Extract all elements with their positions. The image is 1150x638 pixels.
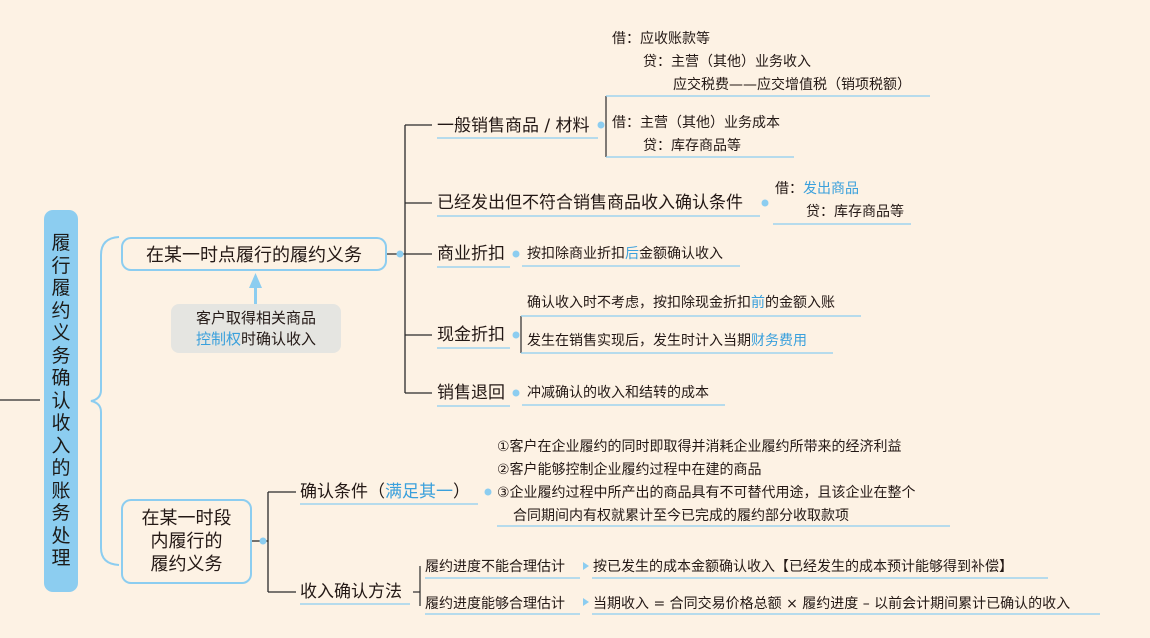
methods-bracket	[413, 566, 421, 606]
returns-marks	[512, 389, 725, 406]
trade-discount-label: 商业折扣	[437, 244, 505, 264]
method-2-label: 履约进度能够合理估计	[425, 596, 565, 612]
shipped-label: 已经发出但不符合销售商品收入确认条件	[437, 193, 743, 213]
point-in-time-node: 在某一时点履行的履约义务	[121, 237, 387, 271]
general-entry2-debit: 借：主营（其他）业务成本	[612, 115, 780, 131]
general-entry2-credit: 贷：库存商品等	[643, 138, 741, 154]
root-connector	[0, 236, 120, 566]
general-sale-label: 一般销售商品 / 材料	[437, 116, 590, 136]
branch-underlines	[437, 137, 760, 407]
method-1-label: 履约进度不能合理估计	[425, 559, 565, 575]
general-bracket	[597, 95, 930, 158]
shipped-credit: 贷：库存商品等	[806, 204, 904, 220]
trade-discount-marks	[512, 250, 740, 267]
trade-discount-text: 按扣除商业折扣后金额确认收入	[527, 246, 723, 262]
cash-discount-label: 现金折扣	[437, 325, 505, 345]
general-entry1-tax: 应交税费——应交增值税（销项税额）	[673, 77, 911, 93]
point-connectors	[387, 124, 432, 394]
period-underlines	[300, 503, 1100, 615]
general-entry1-debit: 借：应收账款等	[612, 31, 710, 47]
cash-discount-bracket	[512, 315, 861, 354]
sales-return-label: 销售退回	[437, 383, 505, 403]
conditions-label: 确认条件（满足其一）	[300, 482, 470, 502]
note-arrow	[249, 273, 262, 304]
condition-2: ②客户能够控制企业履约过程中在建的商品	[497, 462, 762, 478]
shipped-marks	[761, 199, 911, 225]
sales-return-text: 冲减确认的收入和结转的成本	[527, 385, 709, 401]
method-2-text: 当期收入 = 合同交易价格总额 × 履约进度 – 以前会计期间累计已确认的收入	[593, 596, 1071, 612]
conditions-dot	[484, 488, 492, 496]
methods-label: 收入确认方法	[300, 582, 402, 602]
method-triangles	[583, 562, 589, 606]
period-connectors	[252, 491, 296, 593]
condition-3-line2: 合同期间内有权就累计至今已完成的履约部分收取款项	[513, 508, 849, 524]
box1-dot	[396, 250, 404, 258]
condition-3-line1: ③企业履约过程中所产出的商品具有不可替代用途，且该企业在整个	[497, 485, 916, 501]
cash-discount-line2: 发生在销售实现后，发生时计入当期财务费用	[527, 333, 807, 349]
control-transfer-note: 客户取得相关商品 控制权时确认收入	[171, 304, 341, 353]
condition-1: ①客户在企业履约的同时即取得并消耗企业履约所带来的经济利益	[497, 439, 902, 455]
root-title: 履 行 履 约 义 务 确 认 收 入 的 账 务 处 理	[44, 210, 78, 592]
over-time-node: 在某一时段 内履行的 履约义务	[121, 499, 252, 584]
shipped-debit: 借：发出商品	[775, 181, 859, 197]
cash-discount-line1: 确认收入时不考虑，按扣除现金折扣前的金额入账	[527, 295, 835, 311]
box2-dot	[259, 537, 267, 545]
method-1-text: 按已发生的成本金额确认收入【已经发生的成本预计能够得到补偿】	[593, 559, 1013, 575]
general-entry1-credit: 贷：主营（其他）业务收入	[643, 54, 811, 70]
